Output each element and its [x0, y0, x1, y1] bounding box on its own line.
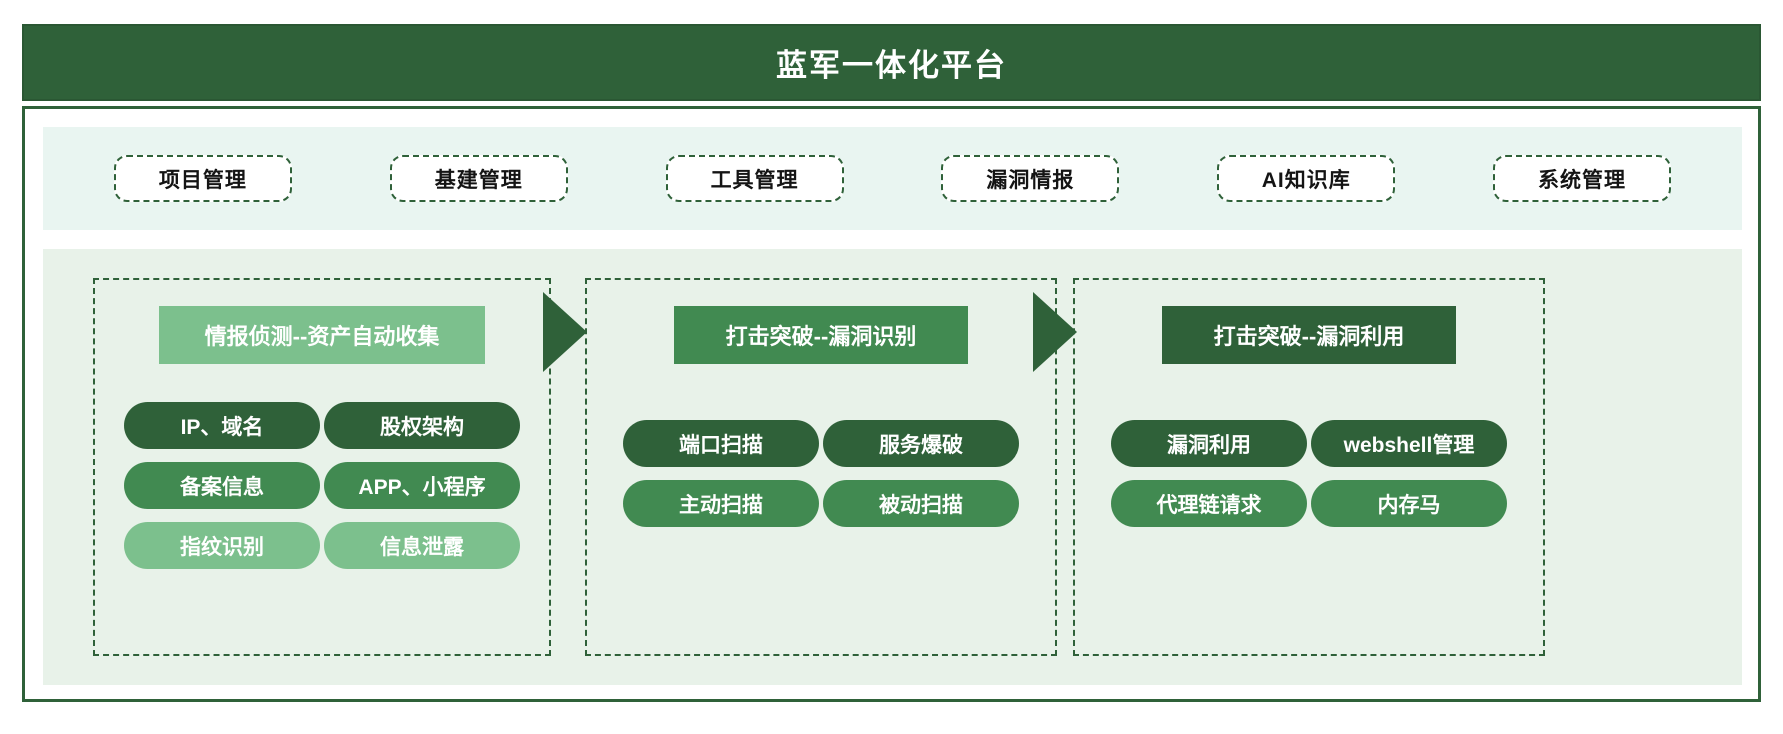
- capability-pill[interactable]: 被动扫描: [823, 480, 1019, 527]
- flow-arrow-right-icon: [543, 292, 587, 372]
- capability-row: 漏洞利用 webshell管理: [1111, 420, 1507, 467]
- nav-item-project-management[interactable]: 项目管理: [113, 155, 292, 202]
- nav-item-label: 漏洞情报: [986, 168, 1075, 192]
- capability-pill[interactable]: 内存马: [1311, 480, 1507, 527]
- flow-stage-header: 情报侦测--资产自动收集: [159, 306, 485, 364]
- module-nav-bar: 项目管理 基建管理 工具管理 漏洞情报 AI知识库 系统管理: [43, 127, 1742, 230]
- flow-stage-vulnerability-exploitation: 打击突破--漏洞利用 漏洞利用 webshell管理 代理链请求 内存马: [1073, 278, 1545, 656]
- nav-item-vulnerability-intelligence[interactable]: 漏洞情报: [941, 155, 1120, 202]
- capability-pill[interactable]: webshell管理: [1311, 420, 1507, 467]
- nav-item-label: 工具管理: [710, 168, 799, 192]
- nav-item-label: 项目管理: [158, 168, 247, 192]
- capability-pill[interactable]: 股权架构: [324, 402, 520, 449]
- nav-item-tool-management[interactable]: 工具管理: [665, 155, 844, 202]
- flow-stage-vulnerability-identification: 打击突破--漏洞识别 端口扫描 服务爆破 主动扫描 被动扫描: [585, 278, 1057, 656]
- capability-pill[interactable]: 漏洞利用: [1111, 420, 1307, 467]
- nav-item-label: 系统管理: [1538, 168, 1627, 192]
- capability-pill[interactable]: 服务爆破: [823, 420, 1019, 467]
- capability-flow-band: 情报侦测--资产自动收集 IP、域名 股权架构 备案信息 APP、小程序 指纹识…: [43, 249, 1742, 685]
- flow-arrow-right-icon: [1033, 292, 1077, 372]
- nav-item-ai-knowledge-base[interactable]: AI知识库: [1217, 155, 1396, 202]
- capability-pill[interactable]: 指纹识别: [124, 522, 320, 569]
- capability-pill[interactable]: 主动扫描: [623, 480, 819, 527]
- capability-pill[interactable]: 端口扫描: [623, 420, 819, 467]
- page-title: 蓝军一体化平台: [776, 48, 1007, 83]
- capability-pill[interactable]: APP、小程序: [324, 462, 520, 509]
- capability-pill[interactable]: 代理链请求: [1111, 480, 1307, 527]
- nav-item-label: 基建管理: [434, 168, 523, 192]
- capability-row: IP、域名 股权架构: [124, 402, 520, 449]
- capability-pill[interactable]: IP、域名: [124, 402, 320, 449]
- capability-row: 备案信息 APP、小程序: [124, 462, 520, 509]
- capability-row: 代理链请求 内存马: [1111, 480, 1507, 527]
- flow-stage-header: 打击突破--漏洞利用: [1162, 306, 1456, 364]
- capability-pill[interactable]: 信息泄露: [324, 522, 520, 569]
- flow-stage-capability-list: 端口扫描 服务爆破 主动扫描 被动扫描: [623, 420, 1019, 527]
- flow-stage-intelligence-recon: 情报侦测--资产自动收集 IP、域名 股权架构 备案信息 APP、小程序 指纹识…: [93, 278, 551, 656]
- nav-item-label: AI知识库: [1261, 168, 1351, 192]
- capability-row: 指纹识别 信息泄露: [124, 522, 520, 569]
- nav-item-system-management[interactable]: 系统管理: [1493, 155, 1672, 202]
- flow-stage-header: 打击突破--漏洞识别: [674, 306, 968, 364]
- nav-item-infrastructure-management[interactable]: 基建管理: [389, 155, 568, 202]
- platform-title-bar: 蓝军一体化平台: [22, 24, 1761, 101]
- capability-row: 端口扫描 服务爆破: [623, 420, 1019, 467]
- flow-stage-capability-list: 漏洞利用 webshell管理 代理链请求 内存马: [1111, 420, 1507, 527]
- platform-body-panel: 项目管理 基建管理 工具管理 漏洞情报 AI知识库 系统管理 情报: [22, 106, 1761, 702]
- capability-pill[interactable]: 备案信息: [124, 462, 320, 509]
- flow-stage-capability-list: IP、域名 股权架构 备案信息 APP、小程序 指纹识别 信息泄露: [124, 402, 520, 569]
- platform-diagram: 蓝军一体化平台 项目管理 基建管理 工具管理 漏洞情报 AI知识库 系统管理: [22, 24, 1761, 702]
- capability-row: 主动扫描 被动扫描: [623, 480, 1019, 527]
